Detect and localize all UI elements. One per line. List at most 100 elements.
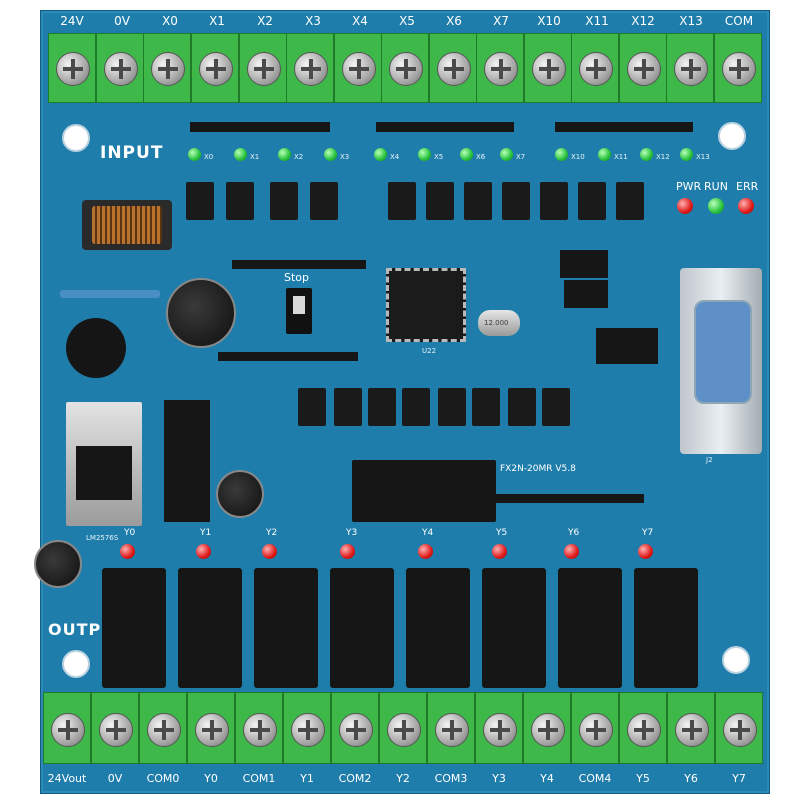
inductor-coil	[92, 206, 162, 244]
output-led	[262, 544, 277, 559]
screw-terminal[interactable]	[619, 33, 667, 103]
input-led-label: X1	[250, 153, 260, 161]
screw-terminal[interactable]	[239, 33, 287, 103]
bottom-terminal-label: Y3	[492, 772, 506, 785]
top-terminal-label: X1	[209, 14, 225, 28]
screw-terminal[interactable]	[283, 692, 331, 764]
output-led-label: Y1	[200, 528, 212, 538]
input-led-label: X12	[656, 153, 670, 161]
mounting-hole	[62, 650, 90, 678]
screw-terminal[interactable]	[379, 692, 427, 764]
input-led-label: X5	[434, 153, 444, 161]
output-led	[638, 544, 653, 559]
input-led	[418, 148, 431, 161]
bottom-terminal-label: Y4	[540, 772, 554, 785]
optocoupler	[334, 388, 362, 426]
screw-icon	[387, 713, 421, 747]
screw-terminal[interactable]	[429, 33, 477, 103]
screw-icon	[247, 52, 281, 86]
screw-terminal[interactable]	[143, 33, 191, 103]
output-led-label: Y0	[124, 528, 136, 538]
optocoupler	[310, 182, 338, 220]
status-led-label: ERR	[736, 180, 759, 193]
capacitor	[34, 540, 82, 588]
screw-terminal[interactable]	[334, 33, 382, 103]
screw-terminal[interactable]	[91, 692, 139, 764]
screw-terminal[interactable]	[48, 33, 96, 103]
output-led-label: Y4	[422, 528, 434, 538]
screw-icon	[723, 713, 757, 747]
screw-terminal[interactable]	[191, 33, 239, 103]
screw-terminal[interactable]	[235, 692, 283, 764]
screw-terminal[interactable]	[666, 33, 714, 103]
input-led-label: X3	[340, 153, 350, 161]
screw-terminal[interactable]	[524, 33, 572, 103]
screw-icon	[675, 713, 709, 747]
ic	[596, 328, 658, 364]
screw-icon	[195, 713, 229, 747]
top-terminal-label: X3	[305, 14, 321, 28]
run-led	[708, 198, 724, 214]
screw-terminal[interactable]	[331, 692, 379, 764]
optocoupler	[402, 388, 430, 426]
bottom-terminal-label: COM2	[338, 772, 372, 785]
top-terminal-label: X5	[399, 14, 415, 28]
screw-icon	[342, 52, 376, 86]
bottom-terminal-label: COM4	[578, 772, 612, 785]
db9-port[interactable]	[694, 300, 752, 404]
optocoupler	[464, 182, 492, 220]
input-led	[374, 148, 387, 161]
screw-terminal[interactable]	[523, 692, 571, 764]
input-led-label: X13	[696, 153, 710, 161]
screw-icon	[674, 52, 708, 86]
screw-terminal[interactable]	[43, 692, 91, 764]
screw-icon	[483, 713, 517, 747]
relay	[102, 568, 166, 688]
screw-terminal[interactable]	[286, 33, 334, 103]
capacitor	[166, 278, 236, 348]
screw-terminal[interactable]	[96, 33, 144, 103]
ic	[560, 250, 608, 278]
screw-terminal[interactable]	[187, 692, 235, 764]
optocoupler	[438, 388, 466, 426]
voltage-regulator	[76, 446, 132, 500]
screw-terminal[interactable]	[381, 33, 429, 103]
screw-terminal[interactable]	[571, 692, 619, 764]
screw-terminal[interactable]	[619, 692, 667, 764]
top-terminal-label: X2	[257, 14, 273, 28]
screw-terminal[interactable]	[571, 33, 619, 103]
input-led-label: X2	[294, 153, 304, 161]
screw-terminal[interactable]	[667, 692, 715, 764]
screw-terminal[interactable]	[139, 692, 187, 764]
err-led	[738, 198, 754, 214]
screw-terminal[interactable]	[475, 692, 523, 764]
mounting-hole	[722, 646, 750, 674]
top-terminal-label: 24V	[60, 14, 84, 28]
pwr-led	[677, 198, 693, 214]
screw-icon	[389, 52, 423, 86]
relay	[634, 568, 698, 688]
optocoupler	[298, 388, 326, 426]
output-led	[196, 544, 211, 559]
optocoupler	[542, 388, 570, 426]
output-led	[492, 544, 507, 559]
input-led-label: X11	[614, 153, 628, 161]
input-led	[234, 148, 247, 161]
input-led	[188, 148, 201, 161]
screw-terminal[interactable]	[714, 33, 762, 103]
output-led-label: Y2	[266, 528, 278, 538]
screw-terminal[interactable]	[715, 692, 763, 764]
output-led	[120, 544, 135, 559]
optocoupler	[388, 182, 416, 220]
screw-icon	[51, 713, 85, 747]
top-terminal-label: X4	[352, 14, 368, 28]
top-terminal-label: X6	[446, 14, 462, 28]
screw-icon	[437, 52, 471, 86]
screw-terminal[interactable]	[427, 692, 475, 764]
switch-toggle-icon	[293, 296, 305, 314]
screw-terminal[interactable]	[476, 33, 524, 103]
optocoupler	[426, 182, 454, 220]
optocoupler	[472, 388, 500, 426]
top-terminal-label: X13	[679, 14, 703, 28]
screw-icon	[579, 52, 613, 86]
